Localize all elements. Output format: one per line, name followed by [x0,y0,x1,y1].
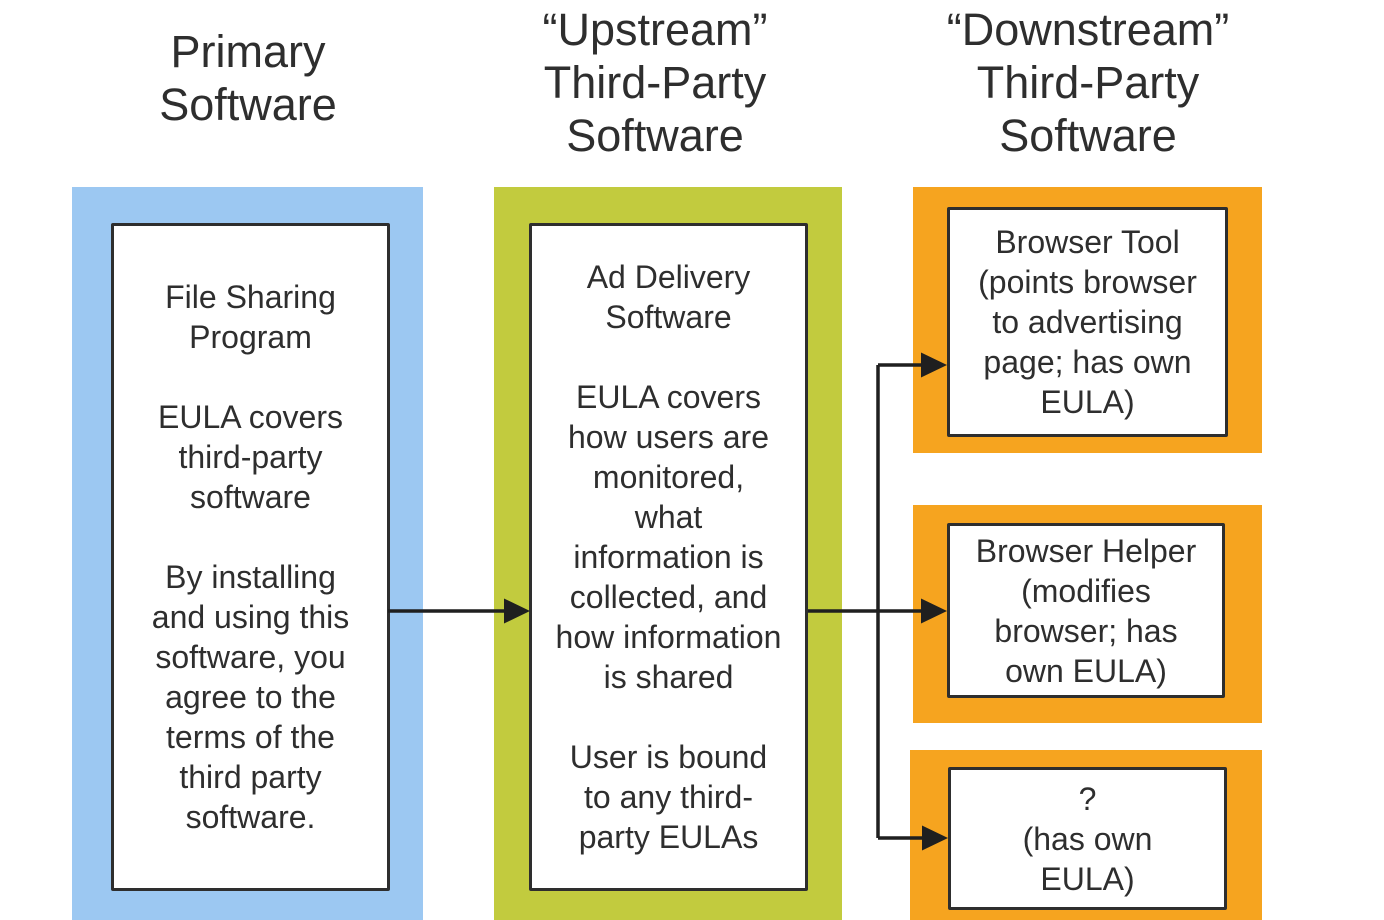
browser-helper-frame: Browser Helper (modifies browser; has ow… [913,505,1262,723]
upstream-third-party-header: “Upstream” Third-Party Software [542,4,768,161]
primary-software-frame: File Sharing Program EULA covers third-p… [72,187,423,920]
file-sharing-program-box: File Sharing Program EULA covers third-p… [111,223,390,891]
browser-tool-frame: Browser Tool (points browser to advertis… [913,187,1262,453]
primary-software-header: Primary Software [159,26,337,130]
ad-delivery-software-box: Ad Delivery Software EULA covers how use… [529,223,808,891]
unknown-software-frame: ? (has own EULA) [910,750,1262,920]
browser-tool-box: Browser Tool (points browser to advertis… [947,207,1228,437]
unknown-software-box: ? (has own EULA) [948,767,1227,910]
upstream-software-frame: Ad Delivery Software EULA covers how use… [494,187,842,920]
downstream-third-party-header: “Downstream” Third-Party Software [946,4,1230,161]
browser-helper-box: Browser Helper (modifies browser; has ow… [947,523,1225,698]
